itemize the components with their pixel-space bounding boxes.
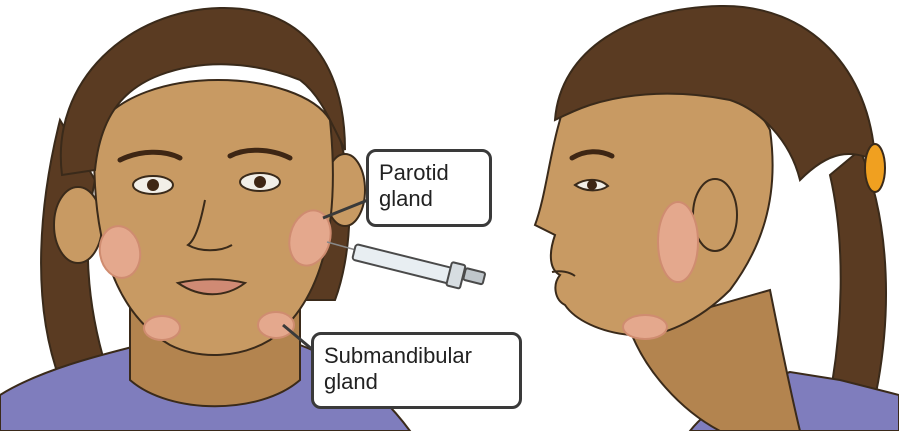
parotid-label-line1: Parotid (379, 160, 479, 186)
profile-view-figure (535, 6, 899, 431)
submandibular-gland-label: Submandibular gland (311, 332, 522, 409)
front-right-submandibular-gland (258, 312, 294, 338)
submandibular-label-line2: gland (324, 369, 509, 395)
submandibular-label-line1: Submandibular (324, 343, 509, 369)
syringe-icon (327, 242, 485, 289)
profile-hair-tie (865, 144, 885, 192)
parotid-label-line2: gland (379, 186, 479, 212)
front-left-submandibular-gland (144, 316, 180, 340)
profile-submandibular-gland (623, 315, 667, 339)
profile-ear (693, 179, 737, 251)
parotid-gland-label: Parotid gland (366, 149, 492, 227)
profile-parotid-gland (658, 202, 698, 282)
front-left-ear (54, 187, 102, 263)
